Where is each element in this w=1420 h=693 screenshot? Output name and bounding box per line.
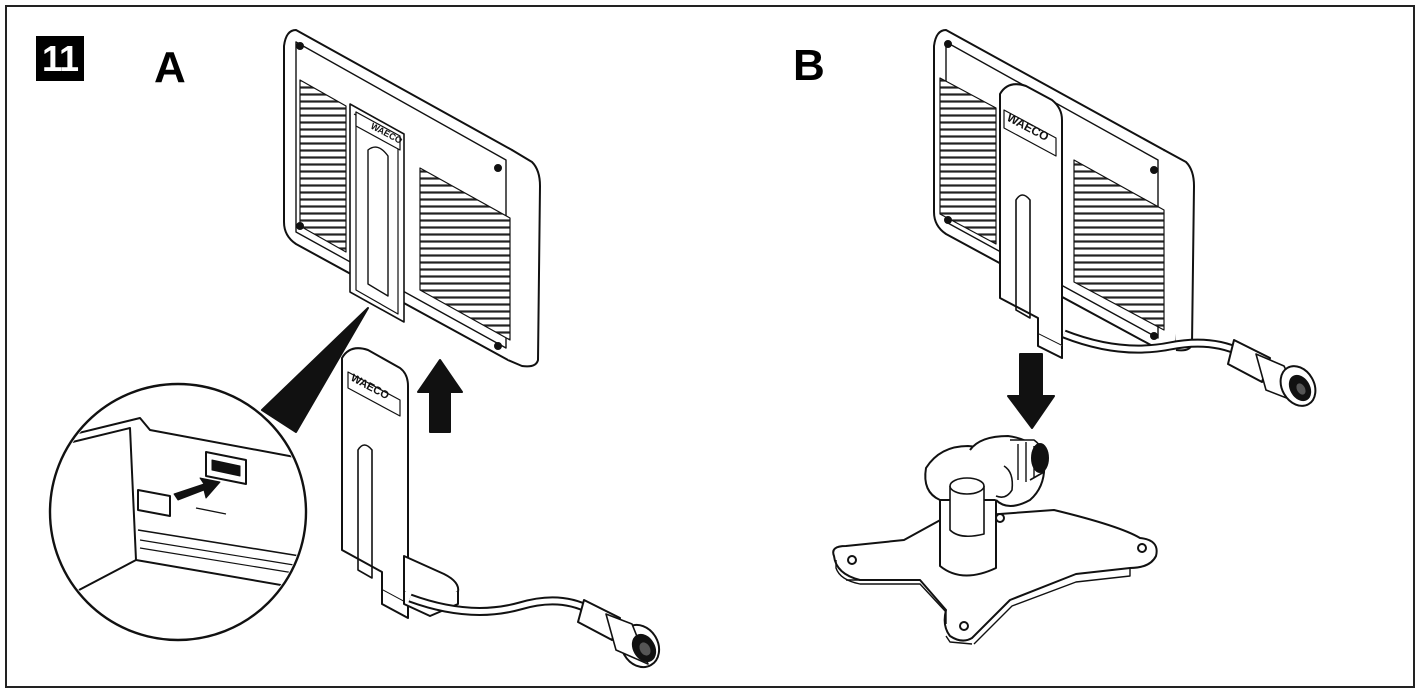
panel-b-mount-base (832, 435, 1158, 645)
panel-a-up-arrow (417, 359, 463, 433)
panel-a-illustration: WAECO (48, 29, 661, 669)
panel-b-down-arrow (1007, 353, 1055, 429)
panel-b-illustration: WAECO (832, 29, 1317, 645)
figure-number-badge: 11 (36, 36, 84, 81)
panel-a-bracket: WAECO (341, 347, 661, 669)
panel-b-monitor: WAECO (933, 29, 1317, 407)
panel-a-monitor: WAECO (283, 29, 541, 368)
figure-border (5, 5, 1415, 688)
panel-b-label: B (793, 41, 825, 90)
panel-a-label: A (154, 43, 186, 92)
panel-a-callout-pointer (261, 307, 369, 433)
panel-a-magnified-detail (48, 382, 308, 642)
